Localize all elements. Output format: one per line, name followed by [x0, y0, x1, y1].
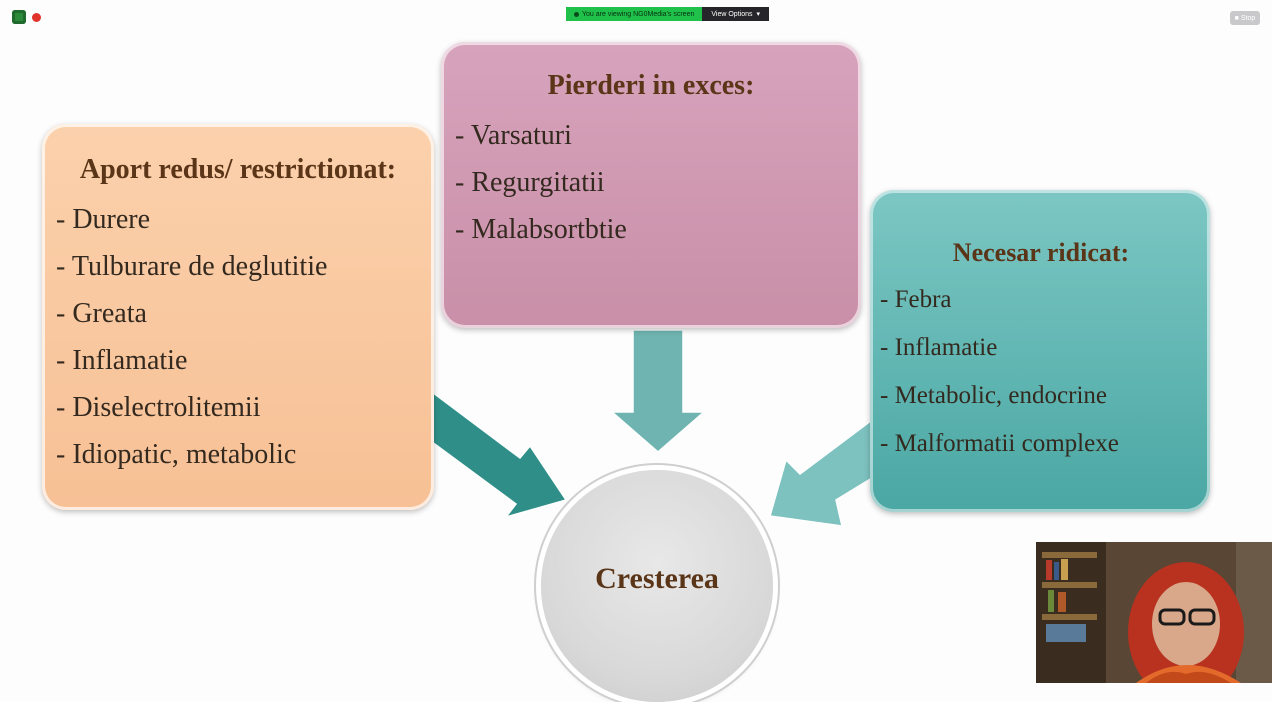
sharing-dot-icon: [574, 11, 579, 17]
box-increased-needs: Necesar ridicat: - Febra - Inflamatie - …: [870, 190, 1210, 512]
arrow-right-to-center: [769, 418, 873, 527]
box-left-title: Aport redus/ restrictionat:: [79, 154, 397, 185]
box-middle-title: Pierderi in exces:: [547, 70, 755, 101]
presenter-video-icon: [1036, 542, 1272, 683]
list-item: - Durere: [56, 204, 151, 235]
chevron-down-icon: ▾: [756, 11, 760, 18]
list-item: - Greata: [56, 298, 147, 329]
list-item: - Malabsortbtie: [455, 214, 627, 245]
box-excess-losses: Pierderi in exces: - Varsaturi - Regurgi…: [441, 42, 861, 328]
list-item: - Diselectrolitemii: [56, 392, 261, 423]
list-item: - Inflamatie: [880, 334, 998, 361]
view-options-label: View Options: [711, 10, 753, 18]
list-item: - Metabolic, endocrine: [880, 382, 1107, 409]
webcam-video-thumbnail[interactable]: [1036, 542, 1272, 683]
stop-label: Stop: [1240, 14, 1256, 22]
arrow-left-to-center: [431, 390, 568, 519]
stop-button[interactable]: ■ Stop: [1230, 11, 1260, 25]
view-options-button[interactable]: View Options ▾: [702, 7, 769, 21]
stop-icon: ■: [1234, 14, 1239, 22]
record-dot-icon: [32, 12, 41, 22]
list-item: - Varsaturi: [455, 120, 572, 151]
screen-share-banner: You are viewing NG0Media's screen View O…: [566, 7, 769, 21]
growth-label: Cresterea: [595, 562, 719, 595]
list-item: - Idiopatic, metabolic: [56, 439, 297, 470]
arrow-middle-to-center: [609, 329, 707, 453]
list-item: - Inflamatie: [56, 345, 188, 376]
box-right-title: Necesar ridicat:: [952, 238, 1130, 267]
box-reduced-intake: Aport redus/ restrictionat: - Durere - T…: [42, 124, 434, 510]
growth-circle: Cresterea: [541, 470, 773, 702]
shield-icon[interactable]: [12, 10, 26, 24]
viewing-indicator: You are viewing NG0Media's screen: [566, 7, 703, 21]
list-item: - Tulburare de deglutitie: [56, 251, 328, 282]
flow-arrows: [431, 329, 873, 527]
zoom-status-icons: [12, 10, 41, 24]
list-item: - Regurgitatii: [455, 167, 605, 198]
list-item: - Febra: [880, 286, 952, 313]
viewing-text: You are viewing NG0Media's screen: [582, 10, 695, 18]
list-item: - Malformatii complexe: [880, 430, 1119, 457]
